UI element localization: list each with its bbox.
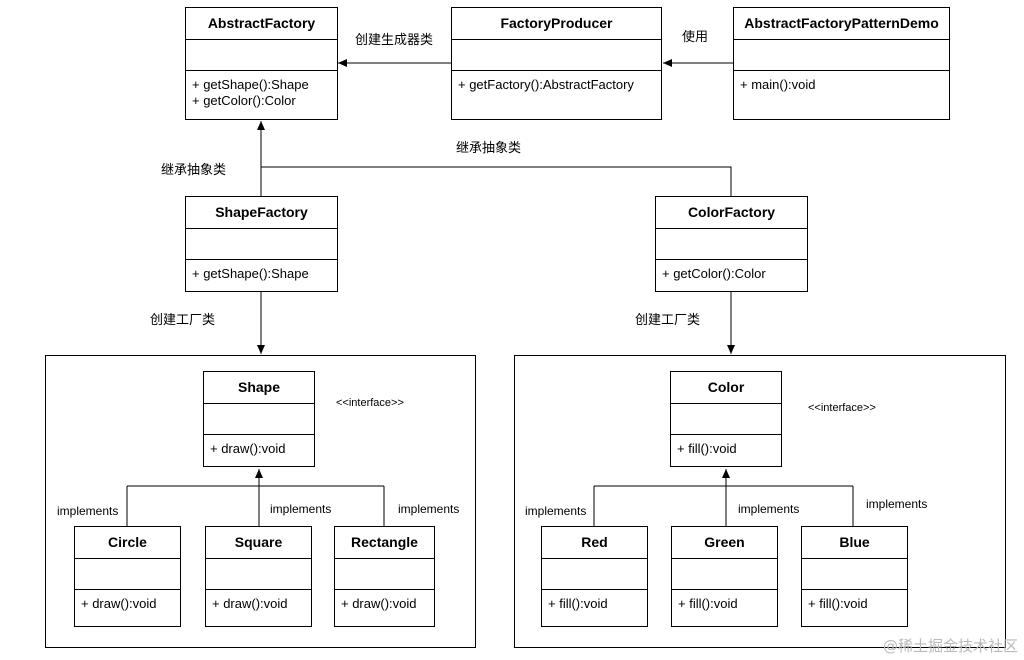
- operation: + getColor():Color: [662, 266, 766, 281]
- class-attributes: [542, 559, 647, 590]
- class-title: Blue: [802, 527, 907, 559]
- class-attributes: [335, 559, 434, 590]
- class-attributes: [452, 40, 661, 71]
- operation: + main():void: [740, 77, 816, 92]
- class-attributes: [206, 559, 311, 590]
- class-operations: + getShape():Shape: [186, 260, 337, 282]
- watermark: @稀土掘金技术社区: [882, 637, 1018, 655]
- class-red[interactable]: Red + fill():void: [541, 526, 648, 627]
- class-title: ShapeFactory: [186, 197, 337, 229]
- edge-colorfactory-to-abstractfactory: [261, 166, 732, 196]
- class-square[interactable]: Square + draw():void: [205, 526, 312, 627]
- label-create-factory-left: 创建工厂类: [150, 313, 216, 328]
- class-title: Color: [671, 372, 781, 404]
- class-attributes: [186, 229, 337, 260]
- operation: + getFactory():AbstractFactory: [458, 77, 634, 92]
- class-title: Green: [672, 527, 777, 559]
- class-green[interactable]: Green + fill():void: [671, 526, 778, 627]
- class-operations: + fill():void: [542, 590, 647, 612]
- class-title: AbstractFactory: [186, 8, 337, 40]
- label-create-generator: 创建生成器类: [355, 33, 434, 48]
- label-interface-shape: <<interface>>: [336, 397, 404, 409]
- class-color-factory[interactable]: ColorFactory + getColor():Color: [655, 196, 808, 292]
- class-operations: + fill():void: [672, 590, 777, 612]
- class-blue[interactable]: Blue + fill():void: [801, 526, 908, 627]
- class-color-interface[interactable]: Color + fill():void: [670, 371, 782, 467]
- operation: + draw():void: [212, 596, 288, 611]
- class-factory-producer[interactable]: FactoryProducer + getFactory():AbstractF…: [451, 7, 662, 120]
- class-attributes: [75, 559, 180, 590]
- class-attributes: [204, 404, 314, 435]
- operation: + fill():void: [678, 596, 738, 611]
- class-attributes: [672, 559, 777, 590]
- label-impl-rectangle: implements: [398, 502, 460, 516]
- class-title: Shape: [204, 372, 314, 404]
- class-attributes: [656, 229, 807, 260]
- class-operations: + fill():void: [671, 435, 781, 457]
- class-demo[interactable]: AbstractFactoryPatternDemo + main():void: [733, 7, 950, 120]
- class-title: FactoryProducer: [452, 8, 661, 40]
- class-operations: + getFactory():AbstractFactory: [452, 71, 661, 93]
- class-operations: + fill():void: [802, 590, 907, 612]
- operation: + draw():void: [341, 596, 417, 611]
- class-operations: + main():void: [734, 71, 949, 93]
- class-attributes: [671, 404, 781, 435]
- color-group: [514, 355, 1006, 648]
- class-circle[interactable]: Circle + draw():void: [74, 526, 181, 627]
- class-attributes: [186, 40, 337, 71]
- operation: + fill():void: [808, 596, 868, 611]
- label-impl-green: implements: [738, 502, 800, 516]
- class-title: AbstractFactoryPatternDemo: [734, 8, 949, 40]
- operation: + draw():void: [210, 441, 286, 456]
- class-rectangle[interactable]: Rectangle + draw():void: [334, 526, 435, 627]
- operation: + getColor():Color: [192, 93, 296, 108]
- class-shape-factory[interactable]: ShapeFactory + getShape():Shape: [185, 196, 338, 292]
- operation: + draw():void: [81, 596, 157, 611]
- class-shape-interface[interactable]: Shape + draw():void: [203, 371, 315, 467]
- class-title: Square: [206, 527, 311, 559]
- operation: + fill():void: [677, 441, 737, 456]
- label-impl-circle: implements: [57, 504, 119, 518]
- class-title: Rectangle: [335, 527, 434, 559]
- class-operations: + draw():void: [335, 590, 434, 612]
- class-operations: + getShape():Shape + getColor():Color: [186, 71, 337, 109]
- label-create-factory-right: 创建工厂类: [635, 313, 701, 328]
- class-operations: + draw():void: [206, 590, 311, 612]
- class-title: Red: [542, 527, 647, 559]
- operation: + fill():void: [548, 596, 608, 611]
- label-impl-square: implements: [270, 502, 332, 516]
- label-inherit-right: 继承抽象类: [456, 141, 522, 156]
- label-impl-red: implements: [525, 504, 587, 518]
- operation: + getShape():Shape: [192, 77, 309, 92]
- label-interface-color: <<interface>>: [808, 402, 876, 414]
- label-impl-blue: implements: [866, 497, 928, 511]
- class-operations: + draw():void: [204, 435, 314, 457]
- label-use: 使用: [682, 30, 709, 45]
- shape-group: [45, 355, 476, 648]
- class-abstract-factory[interactable]: AbstractFactory + getShape():Shape + get…: [185, 7, 338, 120]
- label-inherit-left: 继承抽象类: [161, 163, 227, 178]
- class-title: Circle: [75, 527, 180, 559]
- class-operations: + getColor():Color: [656, 260, 807, 282]
- class-attributes: [802, 559, 907, 590]
- class-title: ColorFactory: [656, 197, 807, 229]
- class-operations: + draw():void: [75, 590, 180, 612]
- class-attributes: [734, 40, 949, 71]
- operation: + getShape():Shape: [192, 266, 309, 281]
